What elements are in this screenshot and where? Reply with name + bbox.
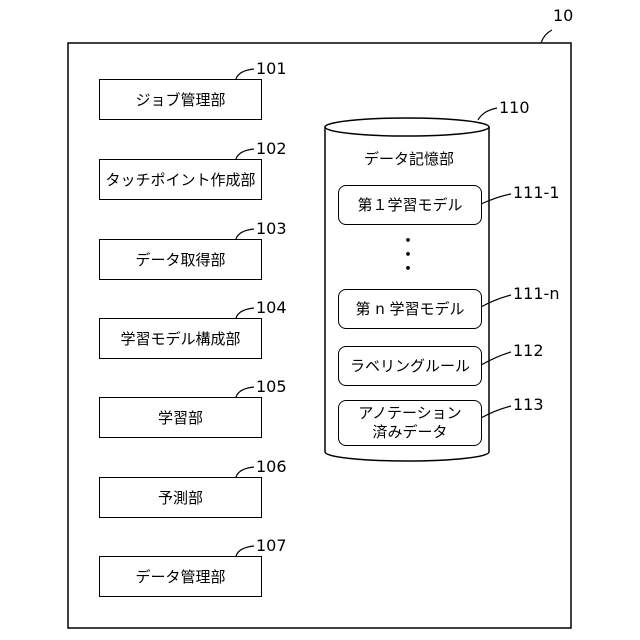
storage-title: データ記憶部 bbox=[364, 151, 454, 167]
leader-104 bbox=[236, 308, 254, 318]
ref-110: 110 bbox=[499, 100, 530, 116]
annotated-data-line1: アノテーション bbox=[358, 404, 461, 423]
ref-112: 112 bbox=[513, 343, 544, 359]
storage-item-model-1: 第１学習モデル bbox=[338, 185, 482, 225]
ref-10: 10 bbox=[553, 8, 573, 24]
ref-111-n: 111-n bbox=[513, 286, 559, 302]
leader-110 bbox=[478, 108, 497, 120]
ref-103: 103 bbox=[256, 221, 287, 237]
ref-101: 101 bbox=[256, 61, 287, 77]
storage-item-labeling-rule: ラベリングルール bbox=[338, 346, 482, 386]
storage-item-annotated-data: アノテーション 済みデータ bbox=[338, 400, 482, 446]
module-box-data-acquisition: データ取得部 bbox=[99, 239, 262, 280]
module-box-job-management: ジョブ管理部 bbox=[99, 79, 262, 120]
leader-106 bbox=[236, 467, 254, 477]
ref-106: 106 bbox=[256, 459, 287, 475]
ref-107: 107 bbox=[256, 538, 287, 554]
leader-10 bbox=[541, 30, 552, 43]
module-box-data-management: データ管理部 bbox=[99, 556, 262, 597]
leader-102 bbox=[236, 149, 254, 159]
ref-102: 102 bbox=[256, 141, 287, 157]
module-box-learning: 学習部 bbox=[99, 397, 262, 438]
ref-104: 104 bbox=[256, 300, 287, 316]
leader-101 bbox=[236, 69, 254, 79]
leader-103 bbox=[236, 229, 254, 239]
storage-ellipsis: ・ ・ ・ bbox=[398, 235, 418, 277]
storage-item-model-n: 第 n 学習モデル bbox=[338, 289, 482, 329]
ref-113: 113 bbox=[513, 397, 544, 413]
ref-105: 105 bbox=[256, 379, 287, 395]
leader-105 bbox=[236, 387, 254, 397]
module-box-touchpoint-creation: タッチポイント作成部 bbox=[99, 159, 262, 200]
module-box-model-configuration: 学習モデル構成部 bbox=[99, 318, 262, 359]
annotated-data-line2: 済みデータ bbox=[372, 423, 447, 442]
module-box-prediction: 予測部 bbox=[99, 477, 262, 518]
ref-111-1: 111-1 bbox=[513, 185, 560, 201]
leader-107 bbox=[236, 546, 254, 556]
